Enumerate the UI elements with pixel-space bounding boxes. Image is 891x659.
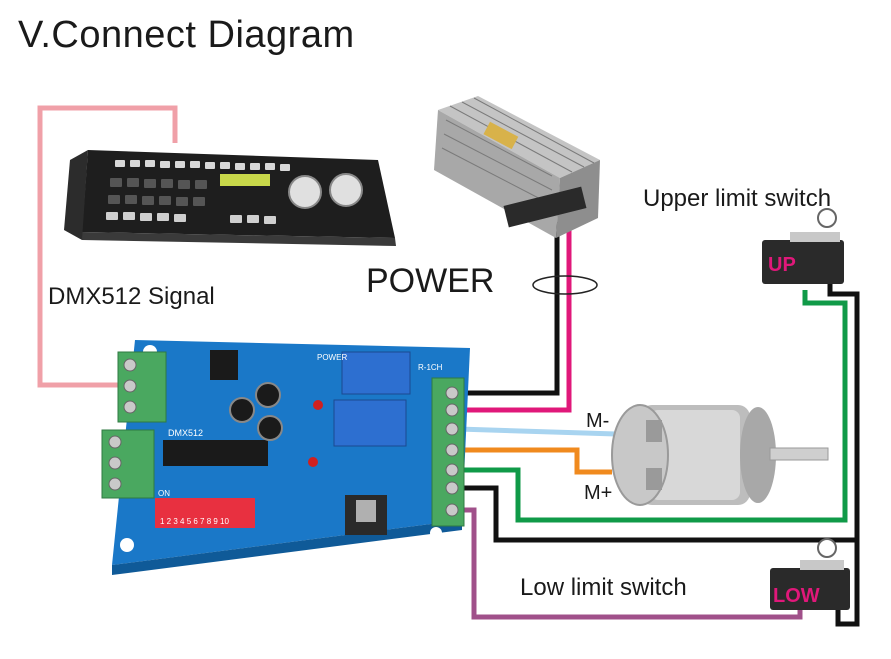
psu-terminal-strip xyxy=(503,186,587,228)
up-tag: UP xyxy=(768,254,796,276)
output-terminal-block xyxy=(431,377,465,527)
dmx-input-terminal xyxy=(117,351,167,423)
console-knob-left xyxy=(288,175,322,209)
dmx-signal-wire xyxy=(37,105,178,388)
console-knob-right xyxy=(329,173,363,207)
low-limit-switch-icon: LOW xyxy=(770,538,850,610)
power-mark: POWER xyxy=(317,353,347,362)
power-wire-black xyxy=(458,222,560,396)
dmx-output-terminal xyxy=(101,429,155,499)
console-display xyxy=(220,174,270,186)
dmx-ic-chip xyxy=(163,440,268,466)
dmx-console-icon xyxy=(64,150,396,246)
controller-board: DMX512 ON 1 2 3 4 5 6 7 8 9 10 R-1CH POW… xyxy=(101,340,470,575)
power-supply-icon xyxy=(434,96,600,238)
upper-switch-wire-green xyxy=(458,290,848,523)
power-bundle-marker xyxy=(532,275,598,295)
motor-plus-label: M+ xyxy=(584,482,613,504)
dip-switch xyxy=(155,498,255,528)
upper-limit-switch-icon: UP xyxy=(762,208,844,284)
power-label: POWER xyxy=(366,262,495,300)
motor-minus-label: M- xyxy=(586,410,610,432)
low-tag: LOW xyxy=(773,585,820,607)
motor-minus-wire xyxy=(457,426,617,437)
dc-motor-icon xyxy=(611,404,829,506)
low-switch-wire-purple xyxy=(458,507,803,620)
power-wire-magenta xyxy=(458,222,572,413)
low-limit-switch-label: Low limit switch xyxy=(520,574,687,601)
relay-bottom xyxy=(333,399,407,447)
relay-top xyxy=(341,351,411,395)
upper-limit-switch-label: Upper limit switch xyxy=(643,185,832,212)
chip-label: DMX512 xyxy=(168,428,203,438)
motor-plus-wire xyxy=(458,447,612,475)
dip-on-label: ON xyxy=(158,489,170,498)
dip-numbers: 1 2 3 4 5 6 7 8 9 10 xyxy=(160,517,229,526)
dmx-signal-label: DMX512 Signal xyxy=(48,283,215,310)
page-title: V.Connect Diagram xyxy=(18,14,355,56)
psu-label-sticker xyxy=(483,121,519,150)
terminal-top-label: R-1CH xyxy=(418,363,443,372)
common-wire-black-upper xyxy=(827,284,860,540)
